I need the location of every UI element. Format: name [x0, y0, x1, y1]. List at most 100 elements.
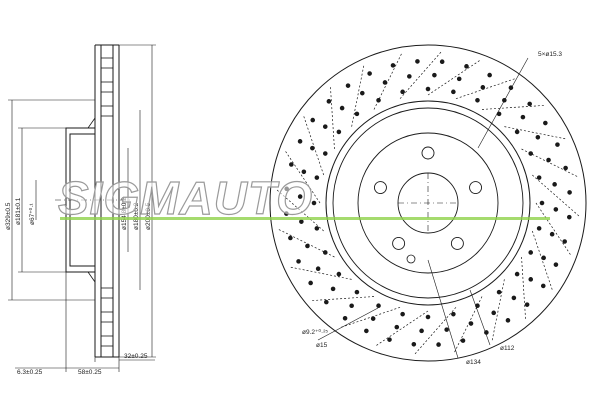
- drill-hole: [336, 129, 342, 135]
- drill-hole: [480, 85, 486, 90]
- drill-hole: [394, 324, 400, 330]
- face-view-dimension-texts: 5×ø15.3 ø9.2⁺⁰·²⁵ ø15 ø134 ø112: [302, 51, 562, 366]
- drill-hole: [451, 311, 456, 317]
- slot-line: [284, 150, 321, 204]
- drill-hole: [536, 226, 542, 231]
- slot-line: [427, 59, 481, 96]
- drill-hole: [468, 321, 474, 326]
- side-view-dimension-texts: ø329±0.5 ø181±0.1 ø67⁺⁰·¹ ø154.8±0.2 ø18…: [5, 197, 152, 376]
- slot-line: [290, 266, 352, 280]
- bolt-hole: [450, 237, 464, 250]
- slot-line: [491, 279, 505, 341]
- dim-15: ø15: [316, 342, 328, 349]
- drill-hole: [540, 283, 546, 289]
- drill-hole: [305, 243, 310, 249]
- drill-hole: [432, 72, 437, 78]
- dim-total-height: 58±0.25: [78, 369, 102, 376]
- drill-hole: [464, 64, 469, 69]
- drill-hole: [359, 90, 365, 96]
- drill-hole: [425, 314, 431, 320]
- slot-line: [453, 296, 483, 353]
- drill-hole: [549, 231, 555, 237]
- drill-hole: [444, 327, 449, 332]
- face-view: [269, 44, 587, 362]
- drill-hole: [411, 341, 417, 347]
- drill-hole: [456, 76, 462, 82]
- drill-hole: [364, 328, 369, 334]
- drill-hole: [555, 142, 560, 147]
- drill-hole: [514, 271, 520, 277]
- drill-hole: [322, 250, 328, 255]
- drill-hole: [491, 310, 497, 316]
- drill-hole: [297, 139, 303, 144]
- drill-hole: [387, 337, 392, 342]
- drill-hole: [553, 262, 559, 267]
- drill-hole: [553, 207, 559, 212]
- drill-hole: [415, 59, 420, 64]
- drill-hole: [407, 74, 412, 79]
- drill-hole: [541, 255, 546, 261]
- hat-face: [357, 132, 499, 274]
- disc-friction-ring-left: [94, 45, 102, 357]
- face-leader-lines: [317, 57, 529, 359]
- dim-134: ø134: [466, 359, 481, 366]
- disc-outer-edge: [269, 44, 587, 362]
- bolt-hole: [373, 181, 387, 194]
- drill-hole: [400, 311, 405, 317]
- vertical-dimension-lines: [8, 44, 156, 358]
- drill-hole: [528, 151, 534, 156]
- drill-hole: [436, 342, 441, 347]
- slot-line: [351, 65, 365, 127]
- drill-hole: [536, 175, 542, 180]
- slot-line: [504, 126, 566, 140]
- drill-hole: [505, 318, 511, 323]
- drill-hole: [284, 211, 289, 216]
- side-section-view: [8, 44, 156, 372]
- drill-holes: [284, 59, 572, 347]
- bolt-holes: [373, 146, 483, 250]
- drill-hole: [322, 151, 328, 156]
- bolt-hole: [392, 237, 406, 250]
- drill-hole: [315, 266, 321, 272]
- hat-neck: [87, 117, 96, 283]
- drill-hole: [552, 182, 557, 187]
- dim-aux-hole: ø9.2⁺⁰·²⁵: [302, 328, 328, 336]
- drill-hole: [342, 315, 348, 321]
- disc-friction-ring-right: [112, 45, 120, 357]
- dim-bolt-holes: 5×ø15.3: [538, 51, 562, 58]
- bolt-hole: [469, 181, 483, 194]
- friction-ring-inner-edge: [325, 100, 531, 306]
- drill-hole: [349, 303, 354, 309]
- dim-112: ø112: [500, 345, 515, 352]
- drill-hole: [425, 86, 431, 92]
- drill-hole: [367, 71, 372, 76]
- slot-line: [340, 306, 401, 328]
- drill-hole: [451, 89, 456, 95]
- slot-line: [375, 310, 429, 347]
- drill-hole: [376, 97, 381, 103]
- watermark-accent-band: [60, 217, 550, 220]
- drill-hole: [562, 239, 567, 244]
- dim-center-bore: ø67⁺⁰·¹: [28, 203, 36, 225]
- dim-disc-thickness: 32±0.25: [124, 353, 148, 360]
- drill-hole: [546, 157, 551, 163]
- drill-hole: [527, 101, 532, 107]
- dim-vent-diameter: ø180±0.2: [133, 202, 140, 230]
- drill-hole: [314, 226, 320, 231]
- drill-hole: [400, 89, 405, 95]
- drill-hole: [310, 117, 316, 123]
- drill-hole: [289, 162, 294, 167]
- drill-hole: [511, 295, 517, 301]
- dim-hat-thickness: 6.3±0.25: [17, 369, 43, 376]
- drill-hole: [322, 124, 328, 129]
- drill-hole: [382, 80, 388, 85]
- drill-hole: [514, 129, 520, 135]
- dim-hat-diameter: ø181±0.1: [15, 197, 22, 225]
- drill-hole: [296, 259, 301, 264]
- vent-channels: [100, 57, 114, 347]
- drill-hole: [390, 63, 396, 68]
- slot-line: [531, 230, 553, 291]
- dim-outer-diameter: ø329±0.5: [5, 202, 12, 230]
- drill-hole: [326, 99, 332, 104]
- drill-hole: [311, 200, 317, 206]
